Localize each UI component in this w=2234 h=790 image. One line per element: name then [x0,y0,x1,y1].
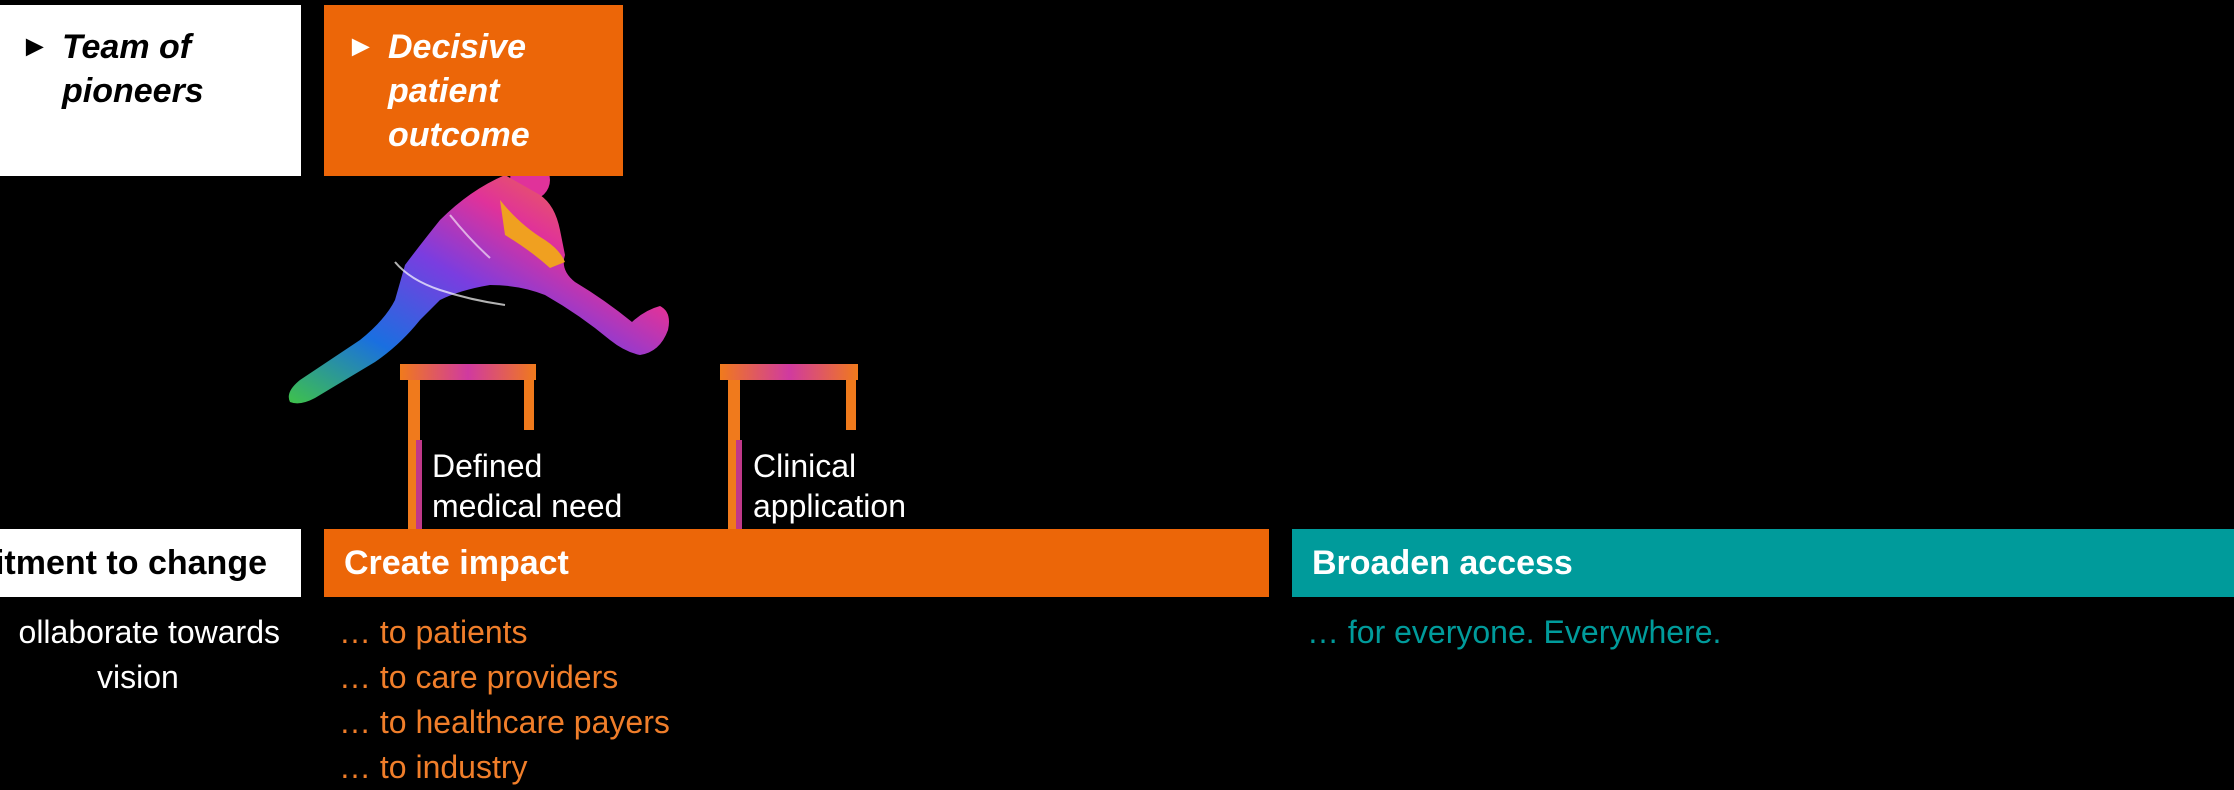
pillar-title: Broaden access [1312,544,1573,582]
hurdle-icon [720,364,858,530]
pillar-commitment-header: mitment to change [0,529,301,597]
pillar-title: Create impact [344,544,569,582]
callout-team-of-pioneers: ► Team of pioneers [0,5,301,176]
callout-decisive-patient-outcome: ► Decisive patient outcome [324,5,623,176]
pillar-commitment-description: ollaborate towards vision [0,610,280,700]
hurdle-icon [400,364,536,530]
pillar-access-description: … for everyone. Everywhere. [1307,610,1721,655]
pillar-title: mitment to change [0,544,267,582]
pillar-impact-header: Create impact [324,529,1269,597]
play-triangle-icon: ► [20,30,50,63]
pillar-access-header: Broaden access [1292,529,2234,597]
hurdle-label-line: medical need [432,488,623,524]
callout-text: Team of pioneers [62,28,204,110]
description-line: … to care providers [339,659,619,695]
description-line: … to industry [339,749,528,785]
description-line: … to patients [339,614,528,650]
hurdle-label-medical-need: Defined medical need [432,446,622,526]
hurdle-label-line: Defined [432,448,543,484]
callout-text: Decisive patient outcome [388,28,530,154]
play-triangle-icon: ► [346,30,376,63]
description-line: … to healthcare payers [339,704,670,740]
hurdle-label-line: Clinical [753,448,857,484]
description-line: ollaborate towards [18,614,280,650]
hurdle-label-line: application [753,488,906,524]
description-line: … for everyone. Everywhere. [1307,614,1722,650]
description-line: vision [97,659,179,695]
pillar-impact-description: … to patients … to care providers … to h… [339,610,670,790]
hurdle-label-clinical-application: Clinical application [753,446,906,526]
